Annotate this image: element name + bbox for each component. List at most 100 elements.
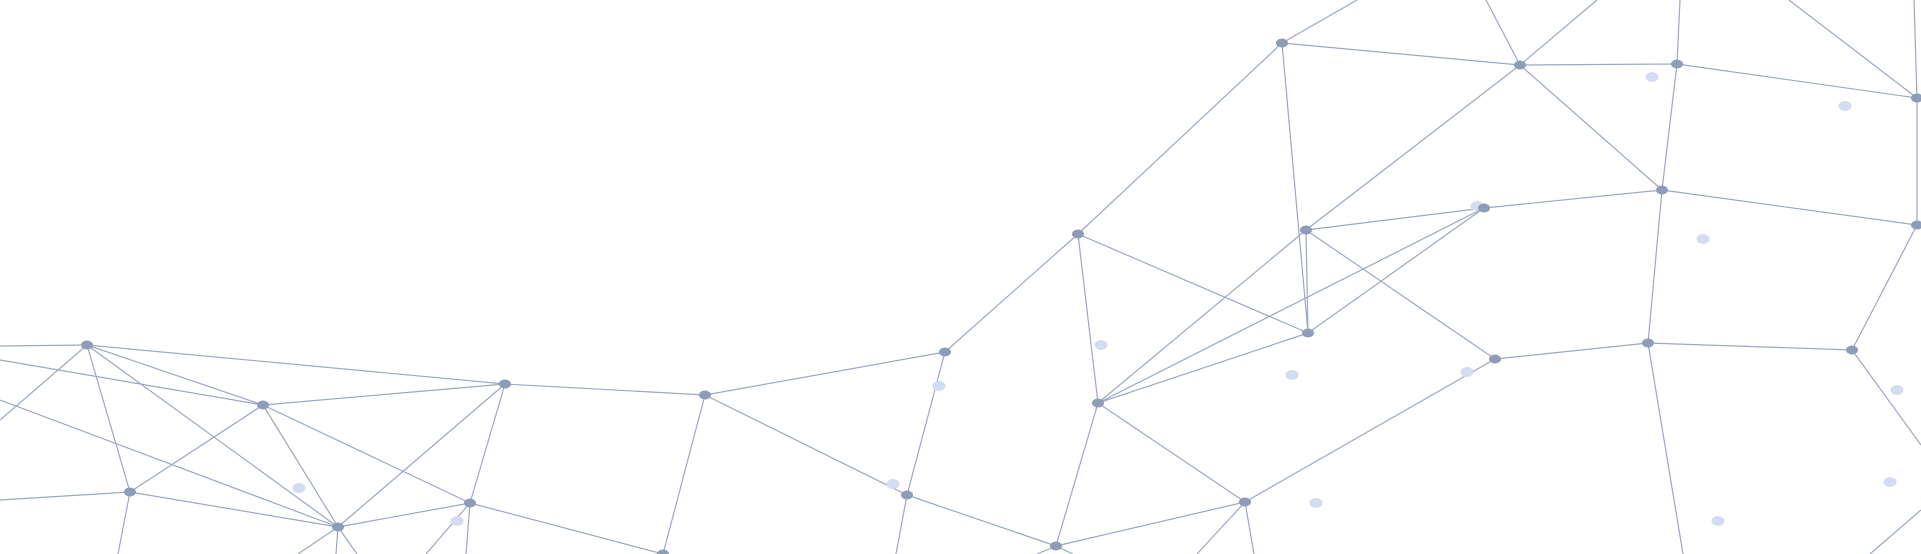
mesh-node (1489, 354, 1501, 364)
mesh-edge (262, 404, 471, 504)
mesh-faint-dot (1838, 101, 1852, 111)
mesh-node (1478, 203, 1490, 213)
mesh-edge (469, 502, 664, 554)
mesh-edge (662, 394, 706, 554)
mesh-edge (1851, 224, 1918, 351)
mesh-edge (1077, 42, 1283, 235)
mesh-faint-dot (1309, 498, 1323, 508)
mesh-faint-dot (1696, 234, 1710, 244)
mesh-edge (1244, 501, 1255, 554)
mesh-node (1239, 497, 1251, 507)
mesh-edge (1244, 358, 1496, 503)
mesh-faint-dot (1711, 516, 1725, 526)
mesh-edge (0, 399, 339, 528)
mesh-node (1846, 345, 1858, 355)
mesh-node (657, 549, 669, 554)
mesh-edge (1097, 207, 1485, 404)
mesh-edge (1661, 63, 1678, 191)
mesh-faint-dot (1460, 367, 1474, 377)
mesh-edge (1055, 402, 1099, 547)
mesh-node (257, 400, 269, 410)
mesh-edge (262, 404, 339, 528)
mesh-faint-dot (1890, 385, 1904, 395)
mesh-edge (335, 526, 339, 554)
mesh-node (1656, 185, 1668, 195)
mesh-edge (1196, 501, 1246, 554)
mesh-node (1302, 328, 1314, 338)
mesh-edge (469, 383, 506, 504)
mesh-faint-dot (1645, 72, 1659, 82)
mesh-node (1642, 338, 1654, 348)
mesh-node (1911, 93, 1921, 103)
mesh-edge (1519, 0, 1598, 66)
mesh-edge (1077, 233, 1099, 404)
mesh-edge (1851, 349, 1921, 446)
mesh-edge (297, 526, 339, 554)
mesh-faint-dot (932, 381, 946, 391)
mesh-edge (704, 394, 908, 496)
mesh-faint-dots (292, 72, 1904, 526)
mesh-faint-dot (1285, 370, 1299, 380)
mesh-edge (1519, 63, 1678, 66)
mesh-node (1092, 398, 1104, 408)
mesh-node (1671, 59, 1683, 69)
mesh-nodes (81, 38, 1921, 554)
mesh-node (1300, 225, 1312, 235)
mesh-faint-dot (1883, 477, 1897, 487)
mesh-edge (1676, 63, 1918, 99)
mesh-edge (0, 359, 264, 406)
mesh-edge (425, 502, 471, 554)
mesh-node (1911, 220, 1921, 230)
mesh-edge (1913, 0, 1918, 99)
mesh-edge (1519, 64, 1663, 191)
mesh-node (1072, 229, 1084, 239)
mesh-edge (1485, 0, 1521, 66)
mesh-node (901, 490, 913, 500)
mesh-edge (1647, 342, 1684, 554)
mesh-faint-dot (886, 479, 900, 489)
mesh-node (499, 379, 511, 389)
mesh-edge (337, 526, 358, 554)
mesh-edge (895, 494, 908, 554)
mesh-faint-dot (450, 516, 464, 526)
mesh-edge (1494, 342, 1649, 360)
mesh-node (1276, 38, 1288, 48)
mesh-node (464, 498, 476, 508)
mesh-edge (1305, 229, 1496, 360)
mesh-edge (0, 344, 88, 347)
mesh-edge (1097, 332, 1309, 404)
mesh-edge (1305, 207, 1485, 231)
mesh-node (332, 522, 344, 532)
mesh-edge (117, 491, 131, 554)
mesh-edge (1869, 509, 1921, 554)
mesh-node (81, 340, 93, 350)
mesh-edge (1077, 233, 1309, 334)
mesh-edge (129, 404, 264, 493)
mesh-edge (1097, 402, 1246, 503)
mesh-node (1050, 541, 1062, 551)
mesh-edge (906, 351, 946, 496)
mesh-edge (906, 494, 1057, 547)
mesh-edge (1097, 229, 1307, 404)
mesh-edge (337, 383, 506, 528)
mesh-edge (1483, 189, 1663, 209)
mesh-edge (1055, 501, 1246, 547)
mesh-node (124, 487, 136, 497)
mesh-edge (1305, 229, 1309, 334)
mesh-edge (1647, 189, 1663, 344)
mesh-edge (1281, 42, 1309, 334)
mesh-edge (262, 383, 506, 406)
mesh-edge (86, 344, 131, 493)
mesh-faint-dot (1094, 340, 1108, 350)
mesh-edge (1647, 342, 1853, 351)
mesh-node (1514, 60, 1526, 70)
mesh-faint-dot (292, 483, 306, 493)
mesh-edge (1676, 0, 1681, 65)
mesh-edge (1305, 64, 1521, 231)
mesh-node (939, 347, 951, 357)
mesh-edge (1281, 0, 1358, 44)
mesh-edge (504, 383, 706, 396)
mesh-edge (465, 502, 471, 554)
mesh-edge (129, 491, 339, 528)
